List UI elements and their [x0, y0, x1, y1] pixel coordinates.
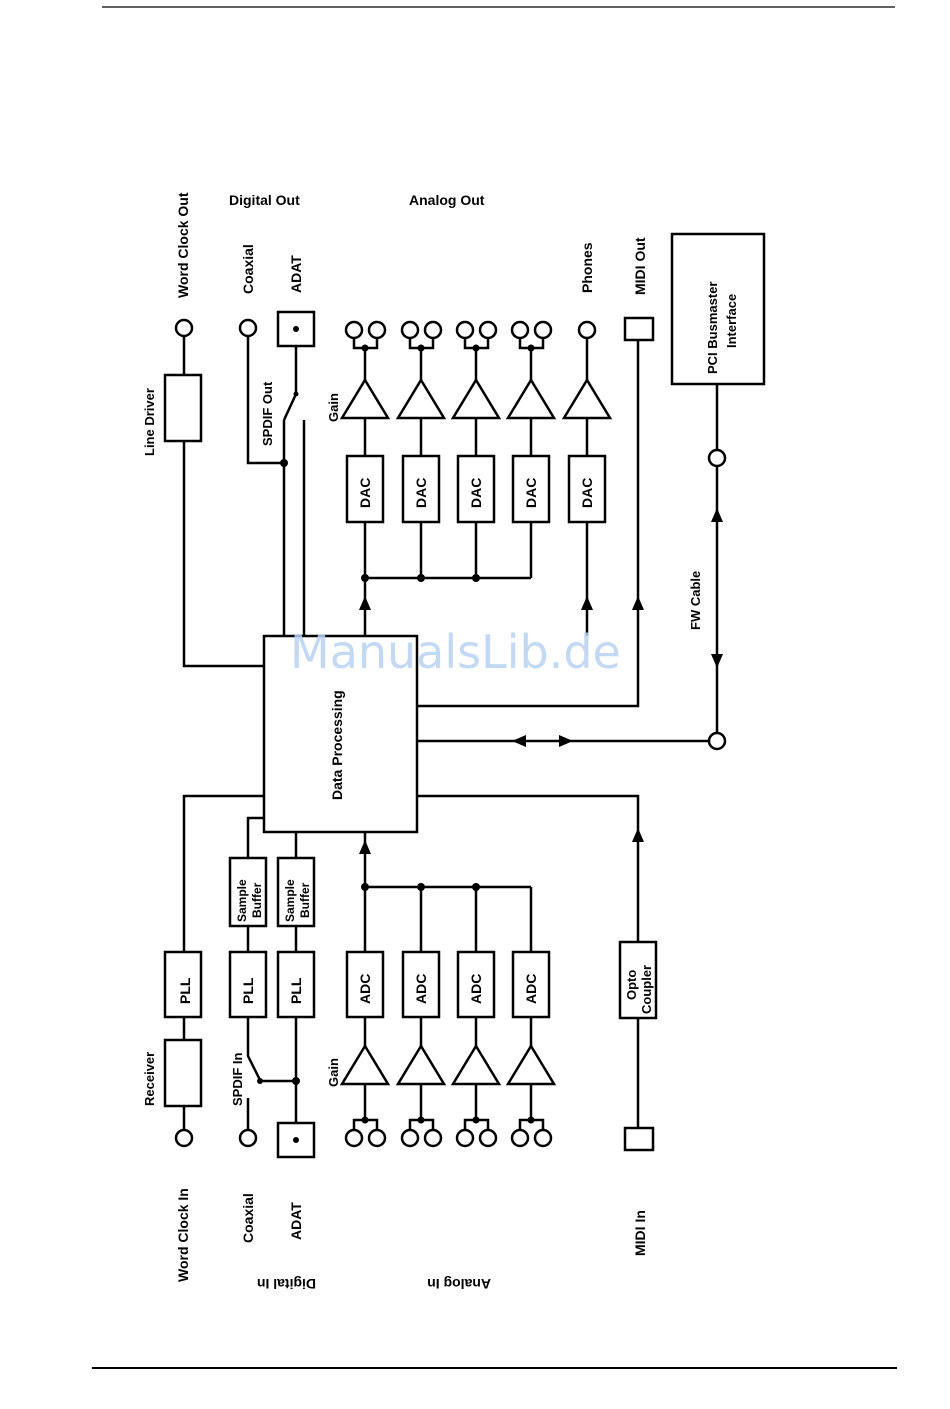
adat-in-port-dot — [293, 1137, 299, 1143]
pci-label-2: Interface — [724, 294, 739, 348]
analog-in-jack-dots — [361, 1116, 535, 1124]
fw-arrow-right — [559, 735, 573, 747]
spdif-out-junction — [280, 459, 288, 467]
midi-out-path — [417, 340, 640, 708]
analog-out-label: Analog Out — [409, 192, 485, 208]
word-clock-out-jack — [174, 318, 194, 338]
digital-in-label: Digital In — [257, 1276, 316, 1292]
phones-label: Phones — [579, 242, 595, 293]
coaxial-in-jack — [238, 1128, 258, 1148]
adat-in-port — [276, 1121, 316, 1159]
midi-in-port — [623, 1126, 655, 1152]
input-gain-amps — [339, 1043, 557, 1086]
adc-label-3: ADC — [468, 974, 484, 1004]
fw-arrow-up — [711, 508, 723, 522]
word-clock-in-label: Word Clock In — [175, 1188, 191, 1282]
pll-label-3: PLL — [288, 977, 304, 1004]
analog-in-jacks — [344, 1128, 553, 1148]
adc-boxes — [345, 950, 551, 1019]
sample-buffer-2-box — [276, 856, 316, 928]
dac-boxes — [345, 454, 607, 524]
midi-in-label: MIDI In — [632, 1210, 648, 1256]
adat-out-label: ADAT — [288, 255, 304, 293]
sample-buffer-2-buffer: Buffer — [298, 882, 312, 918]
adc-label-4: ADC — [523, 974, 539, 1004]
fw-arrow-down — [711, 654, 723, 668]
spdif-in-path — [246, 816, 264, 1130]
pll-3-box — [276, 950, 316, 1019]
phones-jack — [577, 320, 597, 340]
spdif-switch-pivot — [293, 391, 299, 397]
spdif-out-path — [246, 336, 306, 636]
pll-label-1: PLL — [177, 977, 193, 1004]
word-clock-in-path — [182, 794, 264, 1130]
fw-cable-label: FW Cable — [688, 571, 703, 630]
spdif-in-label: SPDIF In — [230, 1052, 245, 1106]
gain-in-label: Gain — [326, 1058, 341, 1087]
watermark-text: ManualsLib.de — [290, 625, 621, 679]
adc-label-1: ADC — [357, 974, 373, 1004]
coaxial-out-jack — [238, 318, 258, 338]
coaxial-in-label: Coaxial — [240, 1193, 256, 1243]
dac-label-5: DAC — [579, 478, 595, 508]
word-clock-out-label: Word Clock Out — [175, 192, 191, 298]
analog-out-jack-joins — [352, 338, 589, 380]
gain-dac-links — [363, 418, 589, 456]
dac-label-3: DAC — [468, 478, 484, 508]
midi-out-label: MIDI Out — [632, 237, 648, 295]
gain-out-label: Gain — [326, 393, 341, 422]
sample-buffer-2-sample: Sample — [283, 879, 297, 922]
dac-bus-dots — [361, 574, 480, 582]
analog-out-jack-dots — [361, 344, 535, 352]
pll-2-box — [228, 950, 268, 1019]
analog-in-label: Analog In — [427, 1276, 491, 1292]
output-gain-amps — [339, 377, 613, 420]
dac-label-2: DAC — [413, 478, 429, 508]
word-clock-out-path — [182, 336, 264, 668]
adc-label-2: ADC — [413, 974, 429, 1004]
adc-bus — [363, 832, 533, 952]
analog-in-jack-joins — [352, 1084, 545, 1130]
opto-coupler-box — [618, 940, 658, 1020]
opto-label: Opto — [624, 970, 639, 1000]
midi-in-arrow — [632, 828, 644, 842]
spdif-out-label: SPDIF Out — [260, 381, 275, 446]
pll-1-box — [163, 950, 203, 1019]
dac-bus-arrows — [359, 596, 644, 610]
coaxial-out-label: Coaxial — [240, 244, 256, 294]
analog-out-jacks — [344, 320, 553, 340]
pci-label-1: PCI Busmaster — [705, 282, 720, 374]
pci-connector — [707, 448, 727, 468]
data-processing-label: Data Processing — [329, 690, 345, 800]
dac-label-1: DAC — [357, 478, 373, 508]
pci-busmaster-box — [670, 232, 766, 386]
coupler-label: Coupler — [639, 965, 654, 1014]
receiver-label: Receiver — [142, 1052, 157, 1106]
adat-in-junction — [292, 1077, 300, 1085]
midi-in-path — [417, 794, 640, 1128]
receiver-box — [163, 1038, 203, 1108]
fw-arrow-left — [512, 735, 526, 747]
adc-bus-arrow — [359, 840, 371, 854]
adc-gain-links — [363, 1017, 533, 1046]
sample-buffer-1-box — [228, 856, 268, 928]
line-driver-label: Line Driver — [142, 388, 157, 456]
adat-out-port-dot — [293, 326, 299, 332]
adc-bus-dots — [361, 883, 480, 891]
sample-buffer-1-buffer: Buffer — [250, 882, 264, 918]
midi-out-port — [623, 316, 655, 342]
pll-label-2: PLL — [240, 977, 256, 1004]
sample-buffer-1-sample: Sample — [235, 879, 249, 922]
word-clock-in-jack — [174, 1128, 194, 1148]
line-driver-box — [163, 373, 203, 443]
adat-in-label: ADAT — [288, 1202, 304, 1240]
digital-out-label: Digital Out — [229, 192, 300, 208]
dac-label-4: DAC — [523, 478, 539, 508]
fw-connector — [707, 731, 727, 751]
data-processing-box — [262, 634, 419, 834]
